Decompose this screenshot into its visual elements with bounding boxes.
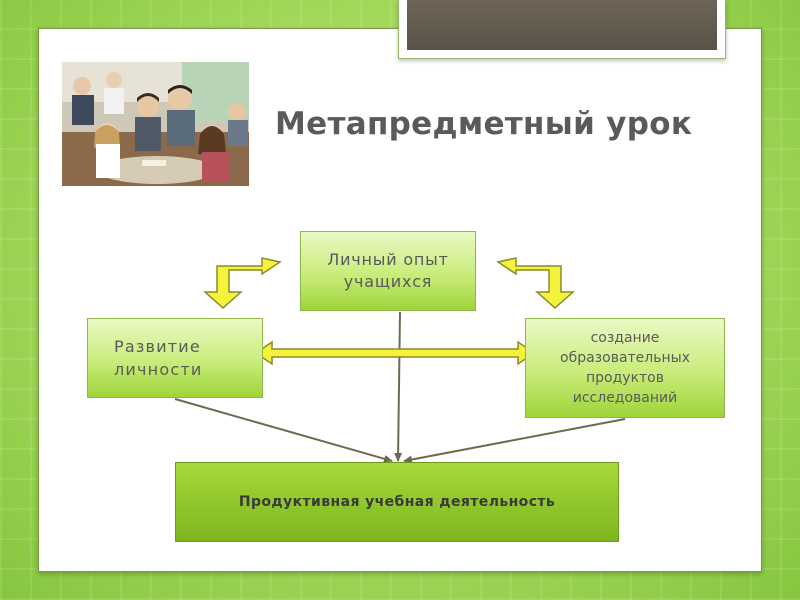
slide-title: Метапредметный урок	[275, 106, 693, 142]
slide-header-tab	[398, 0, 726, 59]
node-personal-experience-label: Личный опыт учащихся	[327, 250, 449, 291]
slide-header-bar	[407, 0, 717, 50]
node-productive-activity-label: Продуктивная учебная деятельность	[238, 494, 556, 510]
node-personal-development: Развитие личности	[87, 318, 263, 398]
node-productive-activity: Продуктивная учебная деятельность	[175, 462, 619, 542]
node-personal-experience: Личный опыт учащихся	[300, 231, 476, 311]
classroom-photo	[62, 62, 249, 186]
node-educational-products-label: создание образовательных продуктов иссле…	[560, 330, 690, 406]
classroom-photo-image	[62, 62, 249, 186]
node-educational-products: создание образовательных продуктов иссле…	[525, 318, 725, 418]
node-personal-development-label: Развитие личности	[114, 337, 203, 379]
